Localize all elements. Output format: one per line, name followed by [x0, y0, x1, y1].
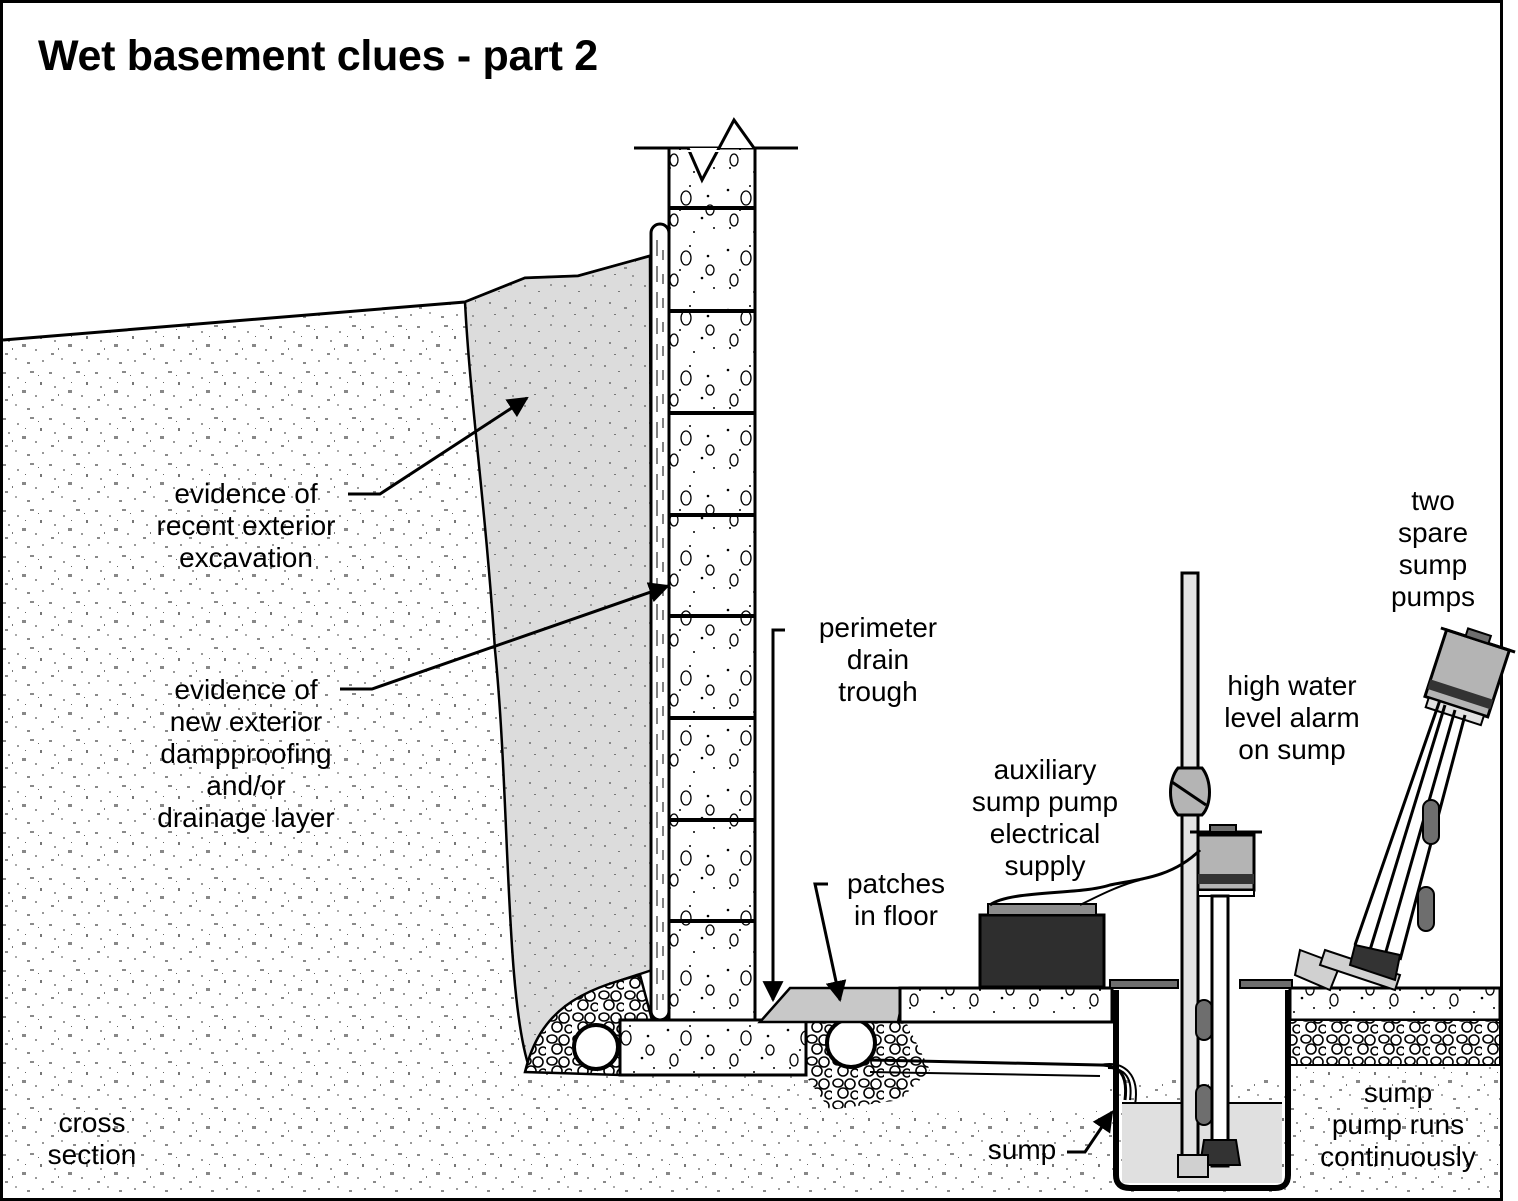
label-perimeter-drain: perimeter drain trough [818, 612, 938, 707]
label-sump: sump [987, 1134, 1057, 1165]
footing [618, 1018, 808, 1077]
spare-sump-pumps [1293, 626, 1516, 992]
label-alarm: high water level alarm on sump [1224, 670, 1360, 765]
native-soil [3, 302, 1110, 1198]
label-aux-supply: auxiliary sump pump electrical supply [971, 754, 1119, 881]
auxiliary-battery [978, 903, 1106, 989]
float-switch-upper [1195, 999, 1213, 1041]
soil-right [1290, 1065, 1500, 1198]
power-cable [989, 848, 1202, 907]
floor-slab-right [1288, 986, 1502, 1022]
label-patches: patches in floor [846, 868, 946, 931]
leader-perimeter-drain [762, 628, 785, 1003]
sump-pump-base [1177, 1154, 1209, 1178]
label-dampproofing: evidence of new exterior dampproofing an… [157, 674, 335, 833]
leader-dampproofing [340, 582, 670, 691]
page-title: Wet basement clues - part 2 [38, 32, 598, 80]
sump-lid-left [1109, 979, 1179, 989]
label-runs-continuously: sump pump runs continuously [1320, 1077, 1476, 1172]
exterior-drain-tile [572, 1023, 620, 1071]
leader-patches [813, 882, 847, 1003]
floor-slab [898, 986, 1114, 1024]
label-spare-pumps: two spare sump pumps [1390, 485, 1476, 612]
discharge-pipe [1180, 571, 1200, 1175]
check-valve [1169, 766, 1211, 817]
label-cross-section: cross section [47, 1107, 137, 1170]
interior-drain-tile [825, 1017, 877, 1069]
drainage-layer [649, 222, 671, 1022]
sump-lid-right [1239, 979, 1293, 989]
leader-sump [1067, 1110, 1114, 1154]
high-water-alarm [1190, 824, 1262, 1168]
float-switch-lower [1195, 1084, 1213, 1126]
block-wall [667, 146, 757, 1022]
gravel-under-slab-right [1289, 1019, 1501, 1066]
leader-excavation [348, 396, 529, 496]
sump-pit [1113, 990, 1291, 1191]
label-excavation: evidence of recent exterior excavation [156, 478, 336, 573]
